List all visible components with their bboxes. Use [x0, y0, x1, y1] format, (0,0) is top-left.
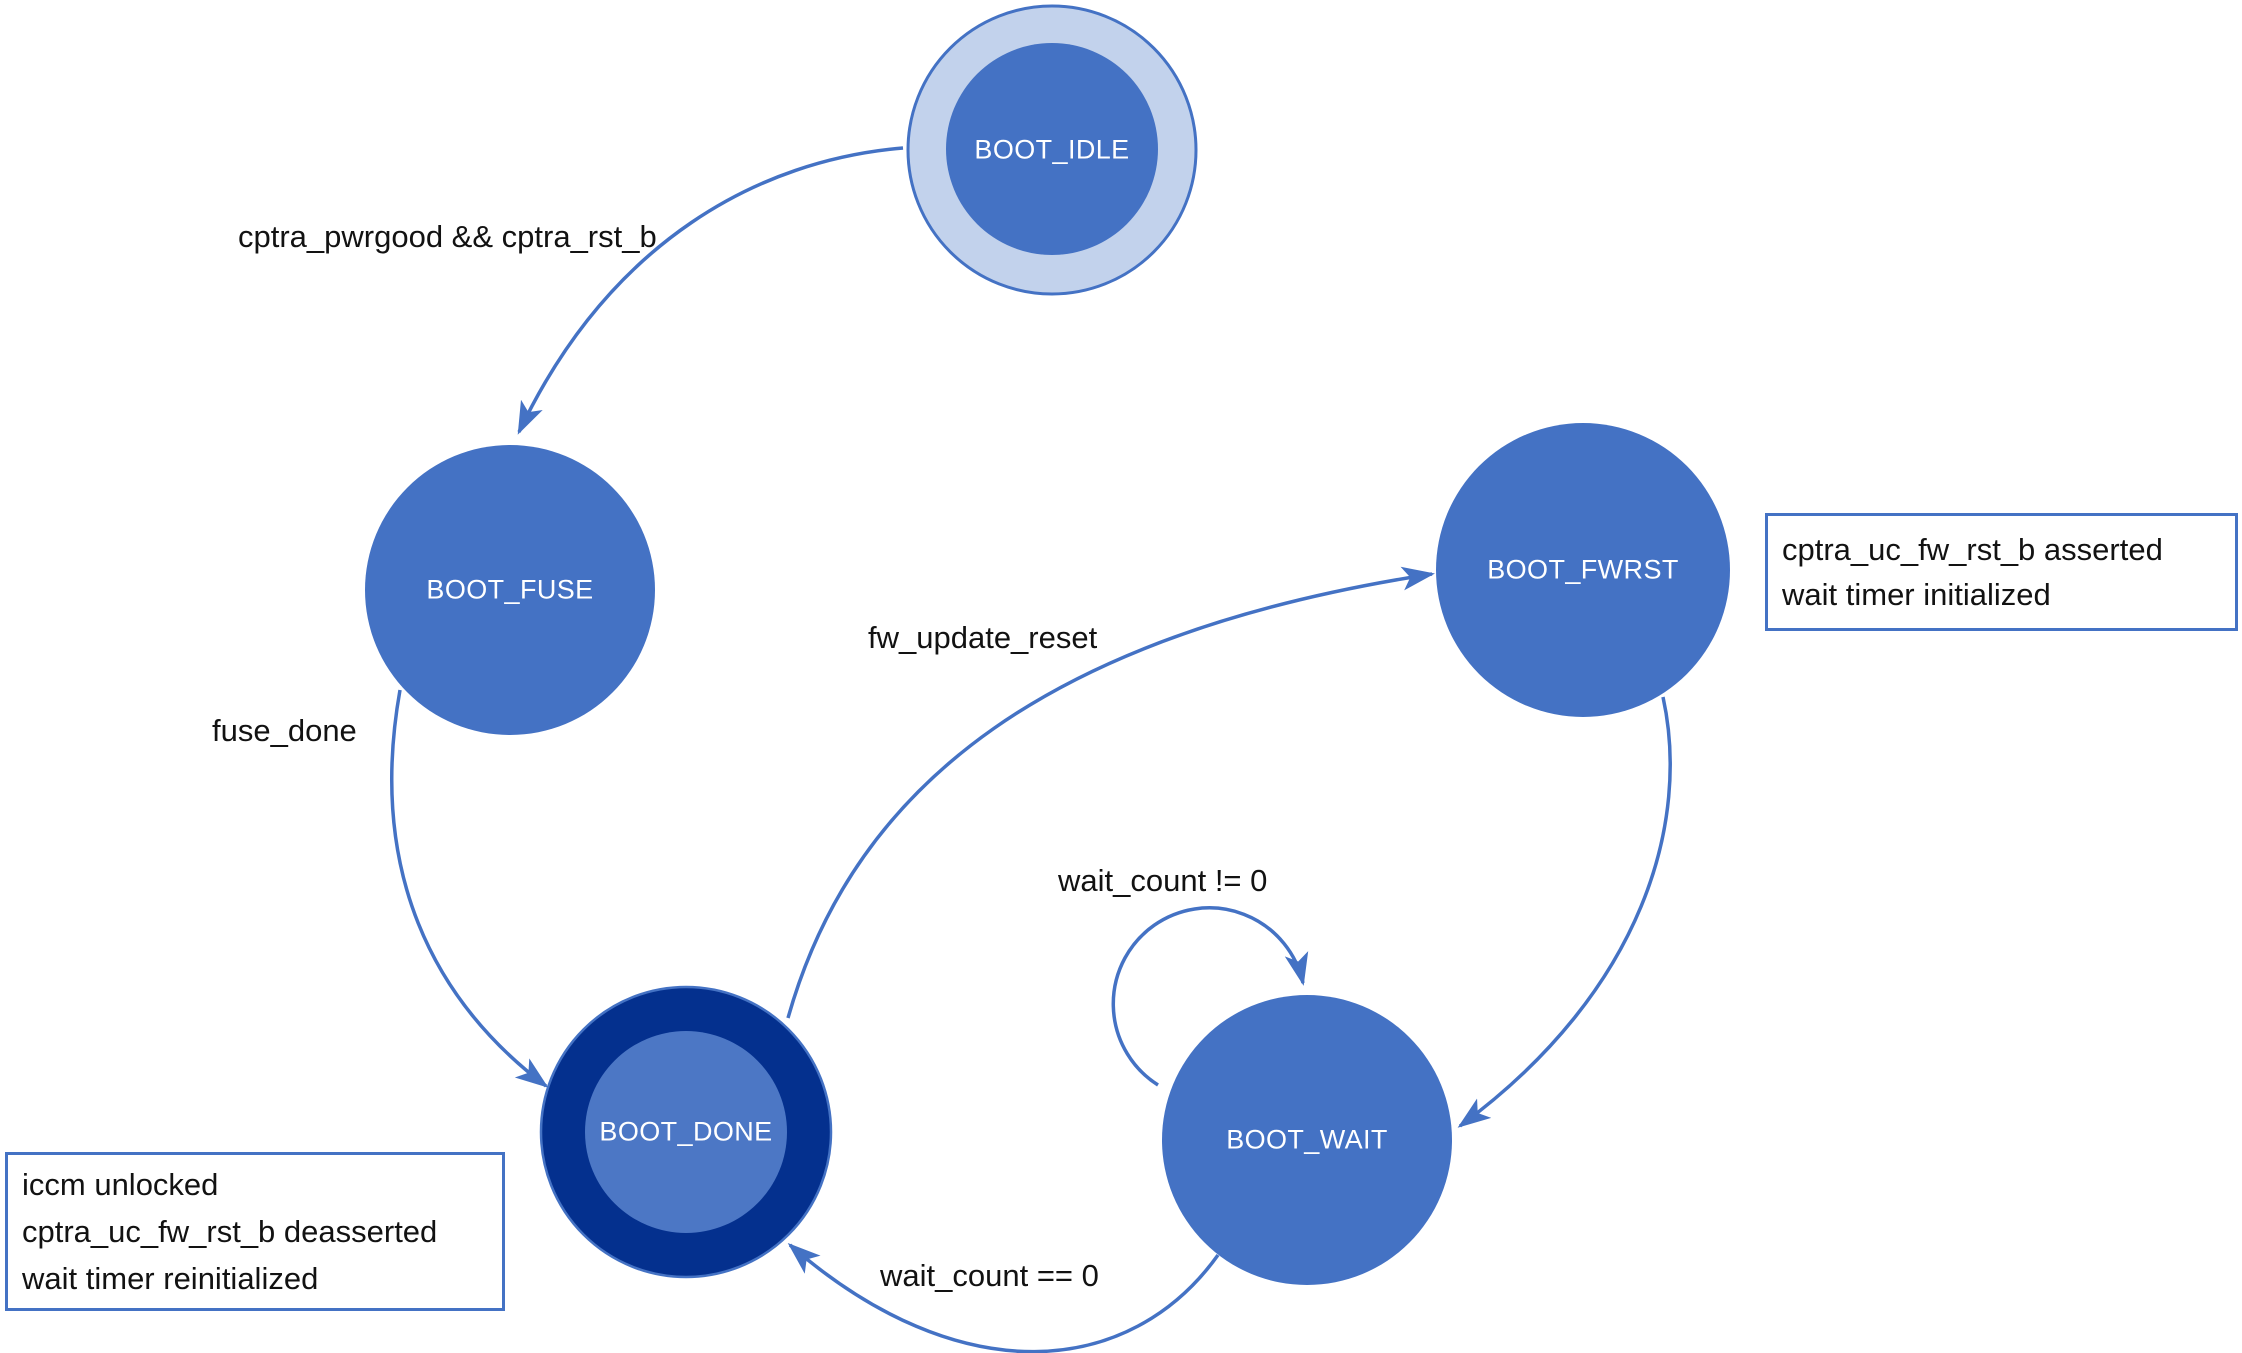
- note-line: wait timer reinitialized: [22, 1261, 319, 1296]
- transition-label-wait-self: wait_count != 0: [1058, 863, 1268, 898]
- transition-label-done-to-fwrst: fw_update_reset: [868, 620, 1098, 655]
- note-boot-done: iccm unlocked cptra_uc_fw_rst_b deassert…: [5, 1152, 505, 1311]
- edge-idle-to-fuse: [517, 146, 904, 435]
- note-line: iccm unlocked: [22, 1167, 219, 1202]
- edge-fuse-to-done: [390, 689, 549, 1088]
- transition-label-idle-to-fuse: cptra_pwrgood && cptra_rst_b: [238, 219, 657, 254]
- state-label-boot-done: BOOT_DONE: [599, 1116, 773, 1147]
- edge-wait-self-loop: [1111, 906, 1309, 1087]
- edge-done-to-fwrst: [786, 566, 1435, 1019]
- transition-label-fuse-to-done: fuse_done: [212, 713, 357, 748]
- state-label-boot-fuse: BOOT_FUSE: [426, 574, 594, 605]
- note-boot-fwrst: cptra_uc_fw_rst_b asserted wait timer in…: [1765, 513, 2238, 631]
- state-boot-fuse: [365, 445, 655, 735]
- note-line: cptra_uc_fw_rst_b asserted: [1782, 532, 2163, 567]
- note-line: cptra_uc_fw_rst_b deasserted: [22, 1214, 438, 1249]
- state-boot-done: [585, 1031, 787, 1233]
- note-line: wait timer initialized: [1782, 577, 2051, 612]
- state-boot-wait: [1162, 995, 1452, 1285]
- state-label-boot-wait: BOOT_WAIT: [1226, 1124, 1388, 1155]
- state-boot-idle: [946, 43, 1158, 255]
- transition-label-wait-to-done: wait_count == 0: [880, 1258, 1099, 1293]
- state-label-boot-idle: BOOT_IDLE: [974, 134, 1130, 165]
- state-boot-fwrst: [1436, 423, 1730, 717]
- state-label-boot-fwrst: BOOT_FWRST: [1487, 554, 1679, 585]
- edge-wait-to-done: [787, 1243, 1220, 1353]
- edge-fwrst-to-wait: [1457, 696, 1672, 1128]
